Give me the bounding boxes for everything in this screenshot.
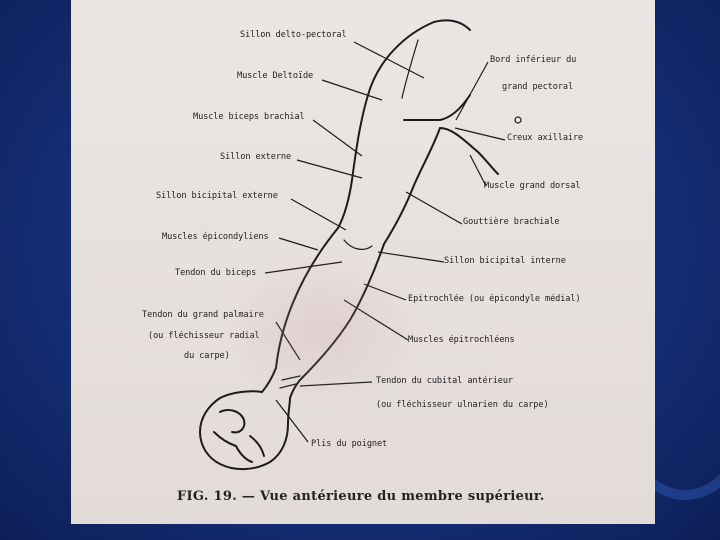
leader-sillon-bicipital-externe xyxy=(290,198,347,231)
label-flechisseur-ulnarien: (ou fléchisseur ulnarien du carpe) xyxy=(376,400,549,410)
fist-contour xyxy=(199,390,291,470)
leader-sillon-bicipital-interne xyxy=(377,251,445,263)
label-bord-inferieur: Bord inférieur du xyxy=(490,55,577,65)
label-muscles-epicondyliens: Muscles épicondyliens xyxy=(162,232,269,242)
label-plis-du-poignet: Plis du poignet xyxy=(311,439,388,449)
upper-arm-lateral-contour xyxy=(337,21,435,229)
label-tendon-grand-palmaire-alt: (ou fléchisseur radial xyxy=(148,331,260,341)
leader-sillon-externe xyxy=(296,159,363,179)
leader-muscle-deltoide xyxy=(321,79,383,101)
background-swirl-decoration xyxy=(620,340,720,500)
leader-muscles-epitrochleens xyxy=(343,299,409,341)
thumb-contour xyxy=(219,409,246,434)
label-tendon-biceps: Tendon du biceps xyxy=(175,268,257,278)
label-tendon-grand-palmaire: Tendon du grand palmaire xyxy=(142,310,264,320)
label-epitrochlee: Epitrochlée (ou épicondyle médial) xyxy=(408,294,581,304)
forearm-lateral-contour xyxy=(275,227,339,369)
upper-arm-medial-contour xyxy=(383,127,441,245)
leader-plis-poignet xyxy=(275,399,309,443)
small-circle-mark xyxy=(514,116,522,124)
leader-epitrochlee xyxy=(363,283,407,301)
label-sillon-externe: Sillon externe xyxy=(220,152,292,162)
leader-gouttiere-brachiale xyxy=(405,191,463,225)
label-tendon-grand-palmaire-alt-2: du carpe) xyxy=(184,351,230,361)
shoulder-contour xyxy=(433,19,471,31)
leader-bord-inferieur xyxy=(455,61,489,121)
label-creux-axillaire: Creux axillaire xyxy=(507,133,584,143)
leader-muscles-epicondyliens xyxy=(278,237,319,251)
leader-creux-axillaire xyxy=(454,127,506,141)
figure-caption: FIG. 19. — Vue antérieure du membre supé… xyxy=(177,489,545,504)
label-sillon-bicipital-externe: Sillon bicipital externe xyxy=(156,191,278,201)
label-muscle-deltoide: Muscle Deltoïde xyxy=(237,71,314,81)
wrist-crease-lines xyxy=(279,375,301,389)
knuckle-lines xyxy=(213,431,265,463)
leader-tendon-biceps xyxy=(264,261,343,274)
wrist-line xyxy=(261,367,277,393)
pectoral-edge xyxy=(403,94,471,121)
label-sillon-delto-pectoral: Sillon delto-pectoral xyxy=(240,30,347,40)
label-sillon-bicipital-interne: Sillon bicipital interne xyxy=(444,256,566,266)
leader-tendon-grand-palmaire xyxy=(275,321,301,361)
label-muscles-epitrochleens: Muscles épitrochléens xyxy=(408,335,515,345)
axilla-contour xyxy=(439,127,499,175)
scanned-figure-page: Sillon delto-pectoral Muscle Deltoïde Mu… xyxy=(71,0,655,524)
forearm-medial-contour xyxy=(289,243,385,399)
leader-sillon-delto-pectoral xyxy=(353,41,425,79)
leader-tendon-cubital xyxy=(299,381,373,387)
deltoid-furrow xyxy=(401,39,419,99)
label-gouttiere-brachiale: Gouttière brachiale xyxy=(463,217,560,227)
label-tendon-cubital-anterieur: Tendon du cubital antérieur xyxy=(376,376,513,386)
label-grand-pectoral: grand pectoral xyxy=(502,82,574,92)
label-muscle-biceps-brachial: Muscle biceps brachial xyxy=(193,112,305,122)
leader-muscle-biceps xyxy=(312,119,363,157)
label-muscle-grand-dorsal: Muscle grand dorsal xyxy=(484,181,581,191)
elbow-fold xyxy=(343,239,373,250)
leader-grand-dorsal xyxy=(469,154,487,187)
